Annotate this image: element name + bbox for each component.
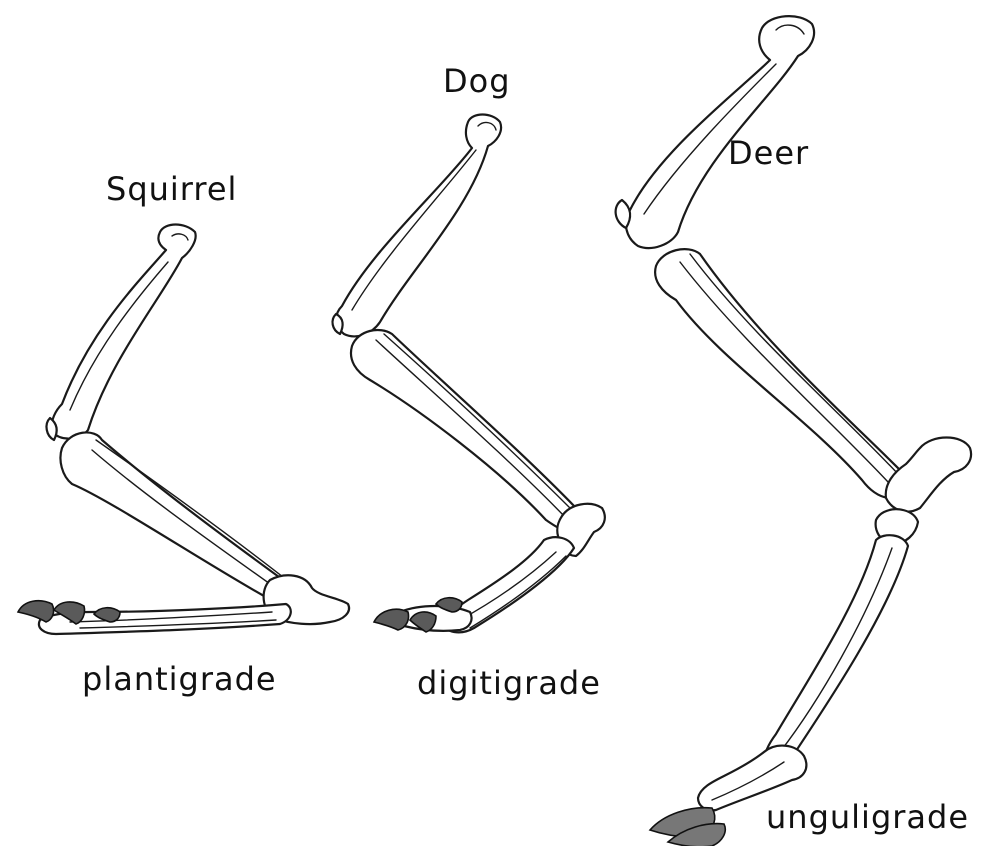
animal-label-deer: Deer xyxy=(728,134,809,172)
dog-tibia xyxy=(351,330,580,532)
dog-patella xyxy=(333,314,343,334)
squirrel-tibia xyxy=(60,432,294,606)
deer-femur xyxy=(626,16,814,248)
squirrel-claw xyxy=(18,601,54,622)
dog-femur xyxy=(336,115,501,337)
dog-leg xyxy=(333,115,605,633)
gait-label-unguligrade: unguligrade xyxy=(766,798,969,836)
deer-calcaneus xyxy=(886,438,971,512)
gait-label-plantigrade: plantigrade xyxy=(82,660,277,698)
squirrel-leg xyxy=(18,225,349,635)
squirrel-femur xyxy=(52,225,196,439)
deer-cannon-bone xyxy=(764,535,908,768)
animal-label-dog: Dog xyxy=(443,62,511,100)
deer-tibia xyxy=(655,249,903,498)
gait-label-digitigrade: digitigrade xyxy=(417,664,601,702)
dog-claw xyxy=(374,609,409,630)
deer-patella xyxy=(616,200,630,228)
animal-label-squirrel: Squirrel xyxy=(106,170,237,208)
